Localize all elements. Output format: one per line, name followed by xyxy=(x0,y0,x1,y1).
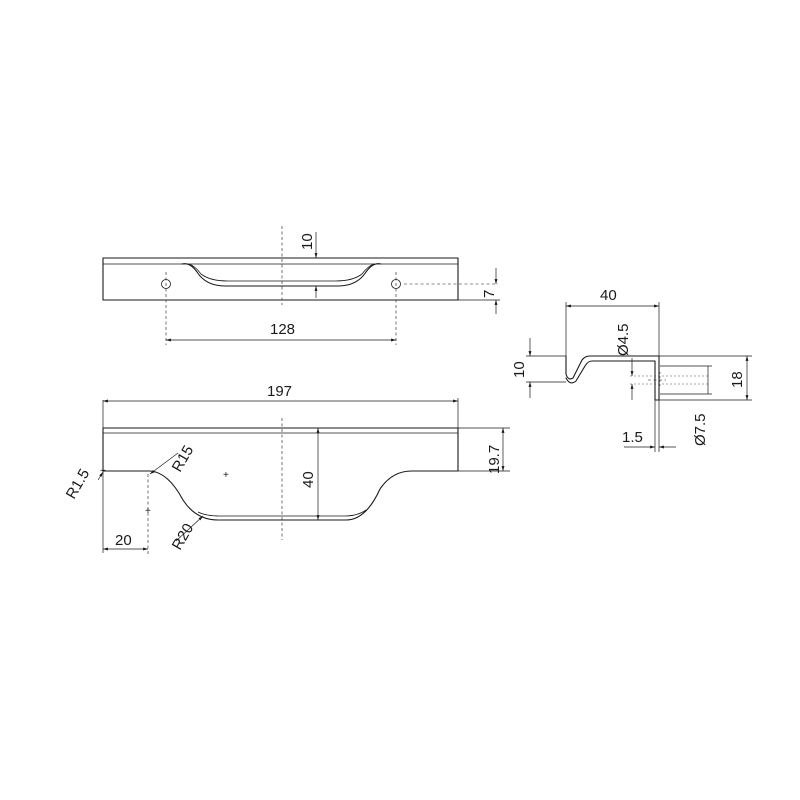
dim-top-7: 7 xyxy=(481,290,498,298)
top-view-recess xyxy=(181,263,382,287)
dim-thickness-1-5: 1.5 xyxy=(622,429,643,446)
dim-hole-spacing: 128 xyxy=(270,321,295,338)
top-view: 10 7 128 xyxy=(102,226,500,345)
front-view-outline xyxy=(102,427,459,521)
dim-side-18: 18 xyxy=(729,371,746,388)
dim-side-40: 40 xyxy=(600,287,617,304)
svg-text:+: + xyxy=(145,506,151,517)
dim-counterbore-7-5: Ø7.5 xyxy=(692,413,709,446)
dim-r1-5: R1.5 xyxy=(63,466,94,502)
svg-text:+: + xyxy=(223,470,229,481)
front-view: + + + 197 40 19.7 20 R1.5 R15 R20 xyxy=(63,383,510,555)
dim-hole-4-5: Ø4.5 xyxy=(615,323,632,356)
svg-text:+: + xyxy=(100,466,106,477)
dim-top-10: 10 xyxy=(299,233,316,250)
dim-height: 40 xyxy=(300,471,317,488)
dim-length: 197 xyxy=(267,383,292,400)
dim-r15: R15 xyxy=(169,443,197,475)
dim-19-7: 19.7 xyxy=(486,445,503,474)
dim-side-10: 10 xyxy=(511,361,528,378)
side-view: 40 Ø4.5 10 18 Ø7.5 1.5 xyxy=(511,287,752,452)
dim-20: 20 xyxy=(115,532,132,549)
side-view-profile xyxy=(565,355,660,401)
